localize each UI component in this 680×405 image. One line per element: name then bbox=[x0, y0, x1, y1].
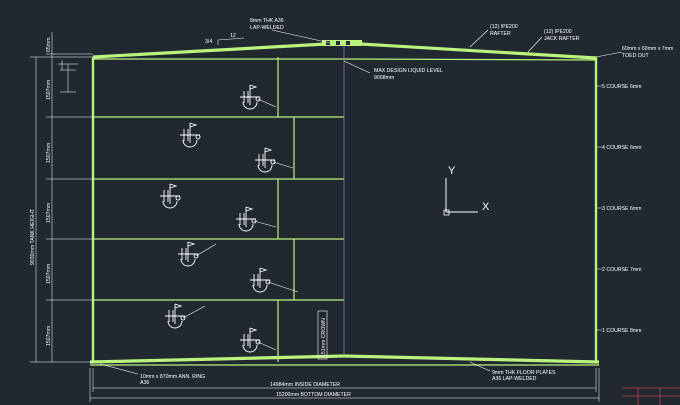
leader-floor-plates bbox=[469, 361, 491, 372]
leader-angle bbox=[595, 51, 623, 58]
leader-annular-ring bbox=[99, 363, 139, 375]
crown-dim-box bbox=[317, 310, 328, 360]
fitting-1 bbox=[240, 84, 277, 110]
roof-plate-note-2: LAP-WELDED bbox=[250, 25, 284, 31]
angle-note-2: TOED OUT bbox=[622, 53, 650, 59]
freeboard-dim-label: 65mm bbox=[46, 38, 52, 52]
crown-label: 151mm CROWN bbox=[321, 318, 327, 357]
course-height-label: 1507mm bbox=[46, 143, 52, 163]
slope-rise: 3/4 bbox=[205, 39, 212, 45]
right-course-ticks bbox=[596, 85, 602, 331]
fitting-5 bbox=[236, 206, 277, 232]
fitting-8 bbox=[165, 303, 206, 329]
fitting-6 bbox=[178, 241, 217, 267]
rafter-note-2: RAFTER bbox=[490, 31, 511, 37]
slope-run: 12 bbox=[230, 33, 236, 39]
title-block-fragment bbox=[622, 387, 680, 405]
floor-plates-note-2: A36 LAP-WELDED bbox=[492, 376, 537, 382]
roof-slope-indicator bbox=[217, 37, 245, 45]
inside-diameter-label: 14984mm INSIDE DIAMETER bbox=[270, 382, 340, 388]
course-label: 5 COURSE 6mm bbox=[602, 84, 642, 90]
roof-center-ring bbox=[322, 40, 362, 46]
annular-ring-note-2: A36 bbox=[140, 380, 149, 386]
leader-jack-rafter bbox=[527, 36, 543, 53]
course-height-label: 1507mm bbox=[46, 326, 52, 346]
bottom-dimensions bbox=[89, 368, 600, 402]
course-label: 3 COURSE 6mm bbox=[602, 206, 642, 212]
rafter-note-1: (12) IPE200 bbox=[490, 24, 518, 30]
bottom-diameter-label: 15200mm BOTTOM DIAMETER bbox=[276, 392, 351, 398]
fitting-7 bbox=[250, 267, 299, 293]
fitting-9 bbox=[240, 327, 277, 353]
leader-liquid-level bbox=[343, 60, 371, 74]
axis-x-label: X bbox=[482, 201, 490, 213]
leader-rafter bbox=[469, 29, 489, 48]
left-dimensions bbox=[30, 32, 93, 363]
annular-ring-note-1: 10mm x 870mm ANN. RING bbox=[140, 374, 205, 380]
fitting-3 bbox=[255, 147, 294, 173]
tank-shell bbox=[91, 57, 598, 362]
course-label: 2 COURSE 7mm bbox=[602, 267, 642, 273]
floor-plates-note-1: 9mm THK FLOOR PLATES bbox=[492, 370, 556, 376]
tank-height-dim-label: 9030mm TANK HEIGHT bbox=[30, 208, 36, 265]
jack-rafter-note-1: (12) IPE200 bbox=[544, 29, 572, 35]
leader-roof-plate bbox=[271, 29, 331, 44]
angle-note-1: 60mm x 60mm x 7mm bbox=[622, 46, 673, 52]
jack-rafter-note-2: JACK RAFTER bbox=[544, 36, 580, 42]
axis-y-label: Y bbox=[448, 165, 456, 177]
tank-roof bbox=[92, 40, 597, 61]
fitting-4 bbox=[160, 183, 181, 209]
fitting-2 bbox=[180, 122, 201, 148]
course-label: 1 COURSE 8mm bbox=[602, 328, 642, 334]
roof-plate-note-1: 8mm THK A36 bbox=[250, 18, 284, 24]
liquid-level-note-1: MAX DESIGN LIQUID LEVEL bbox=[374, 68, 443, 74]
course-label: 4 COURSE 6mm bbox=[602, 145, 642, 151]
course-height-label: 1507mm bbox=[46, 203, 52, 223]
fittings bbox=[160, 84, 299, 353]
liquid-level-note-2: 9008mm bbox=[374, 75, 394, 81]
course-height-label: 1507mm bbox=[46, 80, 52, 100]
course-height-label: 1507mm bbox=[46, 264, 52, 284]
tank-bottom bbox=[89, 354, 600, 366]
ucs-axis-icon bbox=[443, 178, 478, 216]
